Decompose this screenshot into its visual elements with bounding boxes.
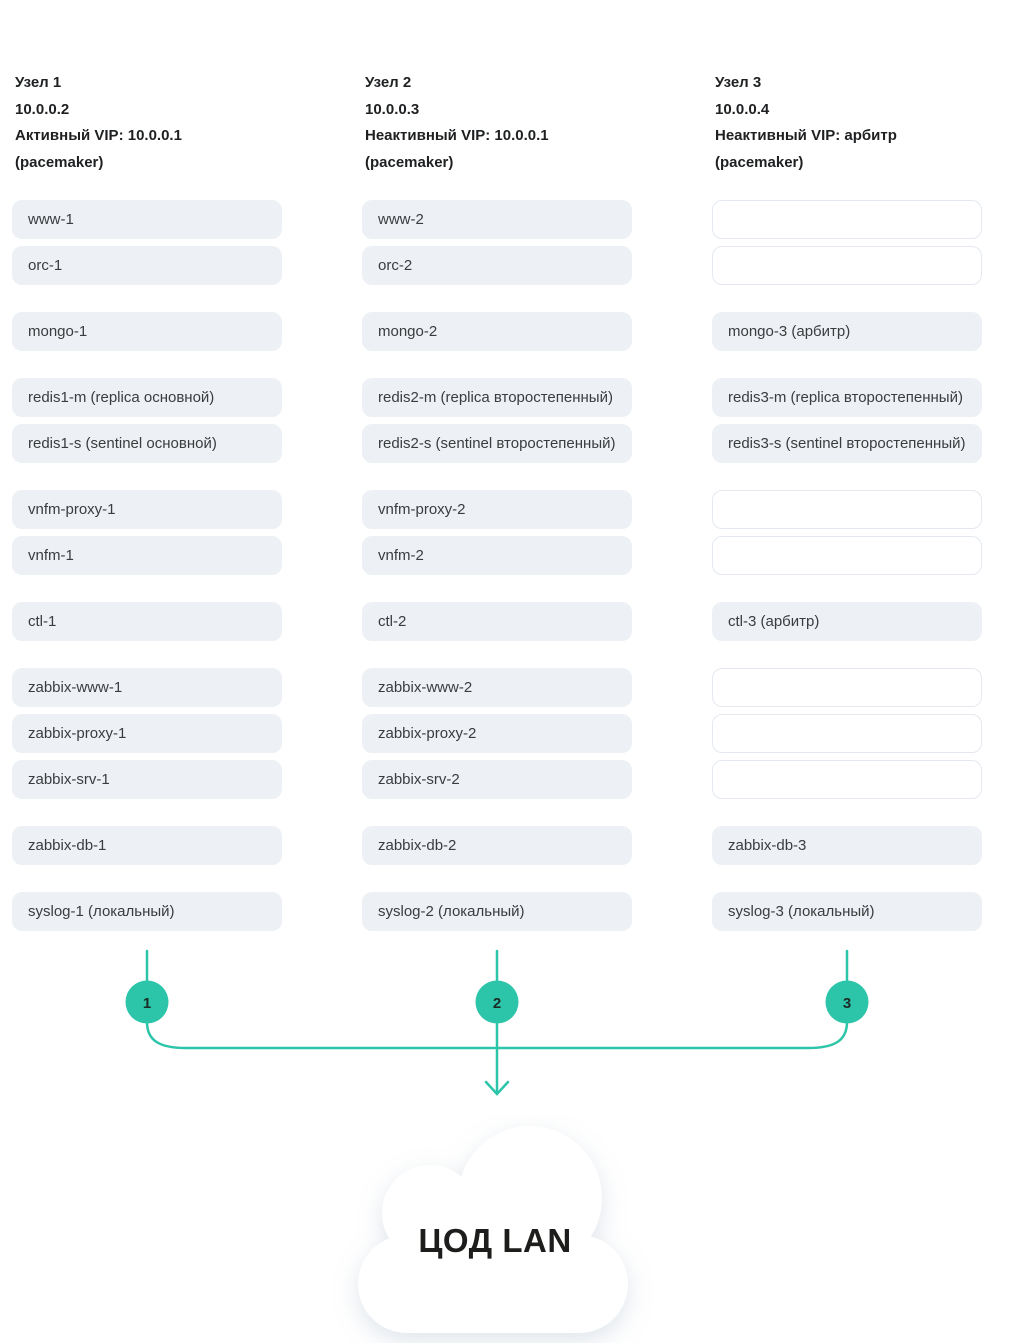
service-box: ctl-2 (362, 602, 632, 641)
node-ip: 10.0.0.4 (715, 100, 770, 118)
node-column-2: Узел 2 10.0.0.3 Неактивный VIP: 10.0.0.1… (362, 70, 632, 931)
node-cluster: (pacemaker) (365, 153, 454, 171)
service-box: vnfm-2 (362, 536, 632, 575)
node-vip: Неактивный VIP: арбитр (715, 127, 897, 144)
node-title: Узел 2 (365, 74, 412, 91)
service-box: www-1 (12, 200, 282, 239)
node-3-services: mongo-3 (арбитр) redis3-m (replica второ… (712, 200, 982, 931)
badge-circle-3 (825, 980, 869, 1024)
node-title: Узел 1 (15, 74, 62, 91)
service-box: zabbix-db-1 (12, 826, 282, 865)
node-2-header: Узел 2 10.0.0.3 Неактивный VIP: 10.0.0.1… (362, 70, 632, 176)
service-box: mongo-1 (12, 312, 282, 351)
service-box-empty (712, 490, 982, 529)
service-box: zabbix-db-2 (362, 826, 632, 865)
service-box-empty (712, 246, 982, 285)
node-1-services: www-1 orc-1 mongo-1 redis1-m (replica ос… (12, 200, 282, 931)
badge-number-1: 1 (143, 995, 151, 1012)
node-column-3: Узел 3 10.0.0.4 Неактивный VIP: арбитр (… (712, 70, 982, 931)
service-box: redis3-m (replica второстепенный) (712, 378, 982, 417)
node-2-services: www-2 orc-2 mongo-2 redis2-m (replica вт… (362, 200, 632, 931)
service-box-empty (712, 200, 982, 239)
service-box: zabbix-www-2 (362, 668, 632, 707)
node-vip: Неактивный VIP: 10.0.0.1 (365, 127, 549, 144)
service-box: redis3-s (sentinel второстепенный) (712, 424, 982, 463)
node-ip: 10.0.0.2 (15, 100, 70, 118)
service-box: zabbix-proxy-2 (362, 714, 632, 753)
badge-number-2: 2 (493, 995, 501, 1012)
service-box: vnfm-proxy-1 (12, 490, 282, 529)
service-box-empty (712, 760, 982, 799)
service-box: ctl-3 (арбитр) (712, 602, 982, 641)
service-box-empty (712, 668, 982, 707)
service-box: syslog-3 (локальный) (712, 892, 982, 931)
service-box: syslog-1 (локальный) (12, 892, 282, 931)
service-box-empty (712, 536, 982, 575)
service-box: zabbix-srv-2 (362, 760, 632, 799)
service-box: vnfm-proxy-2 (362, 490, 632, 529)
service-box: redis1-s (sentinel основной) (12, 424, 282, 463)
service-box: redis2-s (sentinel второстепенный) (362, 424, 632, 463)
node-ip: 10.0.0.3 (365, 100, 420, 118)
service-box: zabbix-srv-1 (12, 760, 282, 799)
service-box-empty (712, 714, 982, 753)
service-box: orc-1 (12, 246, 282, 285)
badge-circle-1 (125, 980, 169, 1024)
service-box: redis2-m (replica второстепенный) (362, 378, 632, 417)
node-cluster: (pacemaker) (715, 153, 804, 171)
service-box: mongo-3 (арбитр) (712, 312, 982, 351)
cloud-icon (358, 1126, 628, 1333)
cloud-shape (358, 1126, 628, 1333)
node-badges: 1 2 3 (125, 980, 869, 1024)
badge-circle-2 (475, 980, 519, 1024)
node-title: Узел 3 (715, 74, 762, 91)
node-column-1: Узел 1 10.0.0.2 Активный VIP: 10.0.0.1 (… (12, 70, 282, 931)
arrow-head-icon (484, 1080, 510, 1096)
service-box: mongo-2 (362, 312, 632, 351)
service-box: syslog-2 (локальный) (362, 892, 632, 931)
node-vip: Активный VIP: 10.0.0.1 (15, 127, 182, 144)
cloud-label: ЦОД LAN (418, 1222, 572, 1259)
service-box: ctl-1 (12, 602, 282, 641)
service-box: zabbix-proxy-1 (12, 714, 282, 753)
badge-number-3: 3 (843, 995, 851, 1012)
service-box: orc-2 (362, 246, 632, 285)
service-box: vnfm-1 (12, 536, 282, 575)
service-box: redis1-m (replica основной) (12, 378, 282, 417)
node-3-header: Узел 3 10.0.0.4 Неактивный VIP: арбитр (… (712, 70, 982, 176)
service-box: zabbix-www-1 (12, 668, 282, 707)
connector-lines: 1 2 3 (125, 949, 869, 1096)
node-cluster: (pacemaker) (15, 153, 104, 171)
service-box: www-2 (362, 200, 632, 239)
service-box: zabbix-db-3 (712, 826, 982, 865)
node-1-header: Узел 1 10.0.0.2 Активный VIP: 10.0.0.1 (… (12, 70, 282, 176)
